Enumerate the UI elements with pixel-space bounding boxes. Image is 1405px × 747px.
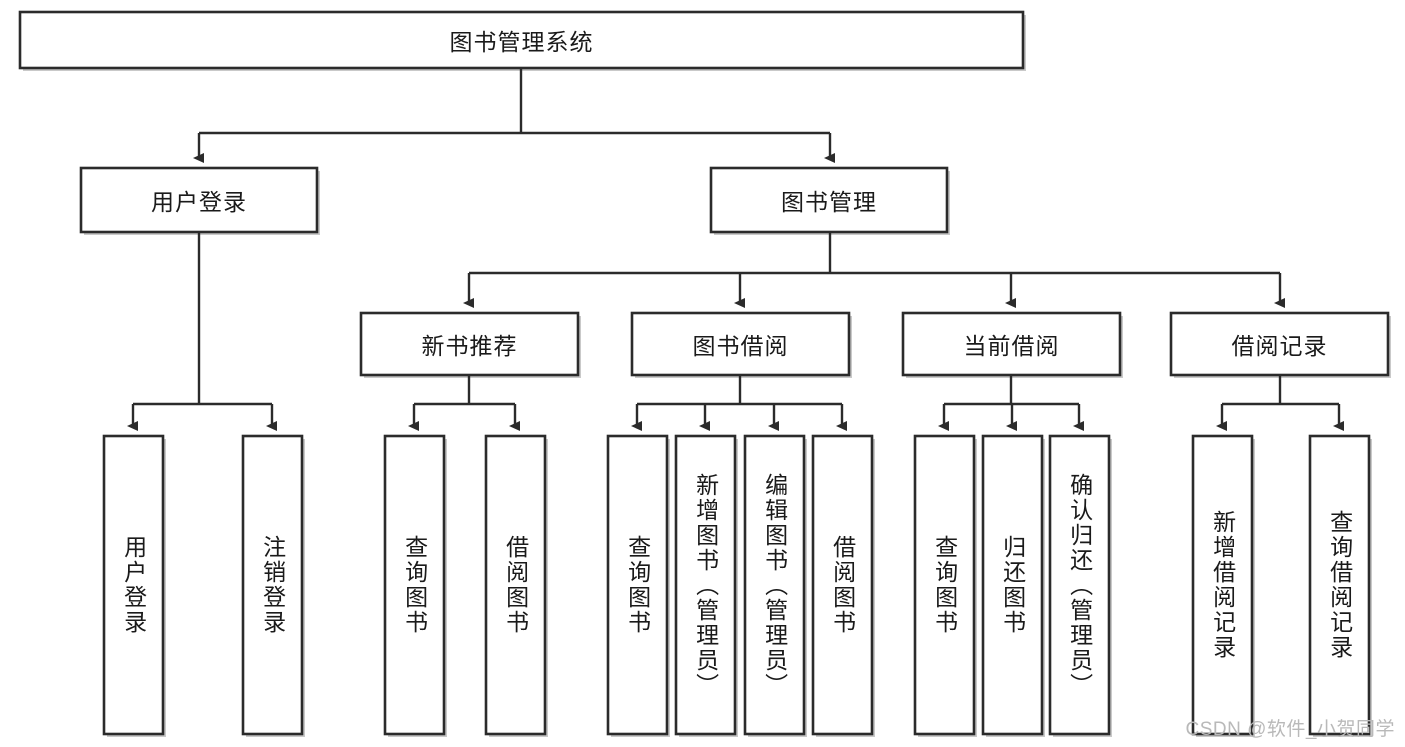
edges-root-to-level2 — [193, 68, 835, 163]
node-box-book-borrow[interactable] — [630, 311, 851, 377]
node-boxes — [18, 10, 1390, 736]
node-box-leaf-query-book-3[interactable] — [913, 434, 976, 736]
edges-borrow-record-to-leaves — [1216, 375, 1344, 431]
node-box-leaf-confirm-return[interactable] — [1048, 434, 1111, 736]
node-box-leaf-borrow-book-2[interactable] — [811, 434, 874, 736]
node-box-leaf-logout[interactable] — [241, 434, 304, 736]
node-box-root[interactable] — [18, 10, 1025, 70]
node-box-leaf-add-record[interactable] — [1191, 434, 1254, 736]
node-box-leaf-borrow-book-1[interactable] — [484, 434, 547, 736]
node-box-current-borrow[interactable] — [901, 311, 1122, 377]
edges-current-borrow-to-leaves — [938, 375, 1084, 431]
edges-book-borrow-to-leaves — [631, 375, 847, 431]
node-box-leaf-return-book[interactable] — [981, 434, 1044, 736]
edges-user-login-to-leaves — [127, 232, 277, 431]
node-box-leaf-query-book-2[interactable] — [606, 434, 669, 736]
node-box-leaf-query-record[interactable] — [1308, 434, 1371, 736]
edges-book-manage-to-level3 — [463, 232, 1285, 308]
node-box-book-manage[interactable] — [709, 166, 949, 234]
node-box-borrow-record[interactable] — [1169, 311, 1390, 377]
node-box-leaf-add-book[interactable] — [674, 434, 737, 736]
node-box-user-login[interactable] — [79, 166, 319, 234]
node-box-leaf-user-login[interactable] — [102, 434, 165, 736]
node-box-leaf-query-book-1[interactable] — [383, 434, 446, 736]
node-box-leaf-edit-book[interactable] — [743, 434, 806, 736]
edges-new-book-rec-to-leaves — [408, 375, 520, 431]
node-box-new-book-rec[interactable] — [359, 311, 580, 377]
